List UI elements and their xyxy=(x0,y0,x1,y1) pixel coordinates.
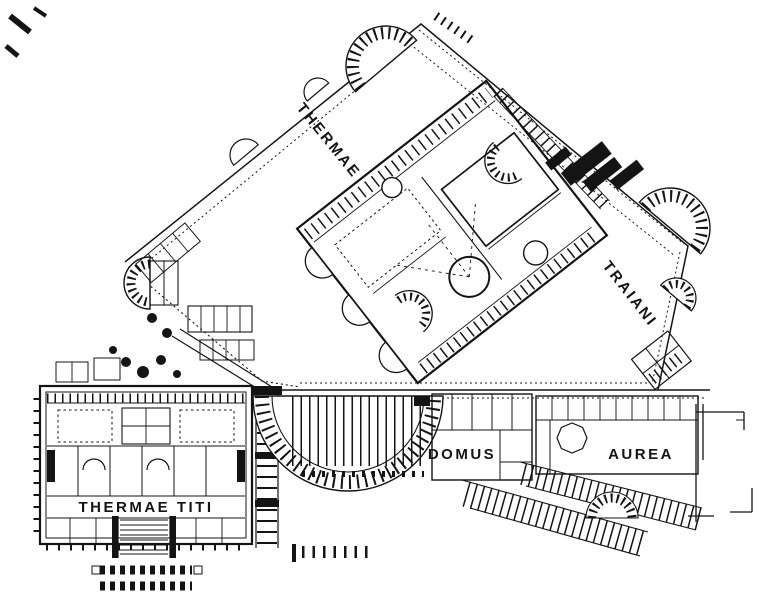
great-exedra-north xyxy=(345,25,418,93)
palaestra-exedra-2 xyxy=(484,141,523,185)
ramp-wall-1 xyxy=(171,335,267,395)
titi-court-west xyxy=(57,409,113,443)
titi-staircase xyxy=(112,516,176,558)
caldarium-apse xyxy=(378,341,408,374)
domus-aurea-complex: DOMUS AUREA xyxy=(252,382,753,562)
substructure-rooms xyxy=(55,305,273,395)
label-aurea: AUREA xyxy=(608,446,674,463)
ramp-wall-2 xyxy=(179,328,273,388)
exedra-bump-nw-1 xyxy=(229,138,260,167)
portico-colonnade-ne-1 xyxy=(418,29,685,245)
corner-pavilion xyxy=(630,330,693,391)
west-corner-rooms xyxy=(135,222,202,284)
palaestra-exedra-1 xyxy=(394,290,433,333)
domus-east-block xyxy=(535,395,699,475)
service-blobs xyxy=(545,141,645,192)
wing-exedra xyxy=(585,491,639,519)
titi-inner-wall xyxy=(45,391,247,539)
titi-apse-2 xyxy=(146,458,170,471)
titi-outer-wall xyxy=(38,384,254,546)
thermae-titi-complex: THERMAE TITI xyxy=(33,384,254,591)
titi-apse-1 xyxy=(82,458,106,471)
diagonal-wing-1 xyxy=(461,479,649,557)
label-domus: DOMUS xyxy=(428,446,496,463)
label-thermae-titi: THERMAE TITI xyxy=(79,499,214,516)
edge-marks xyxy=(4,6,48,58)
great-exedra-east xyxy=(638,187,711,255)
caldarium-apse xyxy=(341,293,371,326)
precinct-wall xyxy=(124,23,689,391)
wall-fragment-east xyxy=(688,404,753,522)
small-bar xyxy=(292,544,296,562)
octagonal-hall xyxy=(556,422,588,454)
court-natatio xyxy=(440,131,560,248)
caldarium-apse xyxy=(304,246,334,279)
portico-colonnade-ne-2 xyxy=(409,43,676,257)
exedra-small-east xyxy=(659,277,697,312)
titi-court-east xyxy=(179,409,235,443)
court-garden xyxy=(334,187,442,288)
axis-lines xyxy=(396,203,476,278)
round-hall-1 xyxy=(381,176,403,199)
domus-west-block xyxy=(414,393,533,481)
round-hall-2 xyxy=(522,240,549,266)
exedra-west xyxy=(123,256,179,310)
main-bath-block xyxy=(295,79,609,385)
exedra-bump-nw-2 xyxy=(303,77,330,102)
